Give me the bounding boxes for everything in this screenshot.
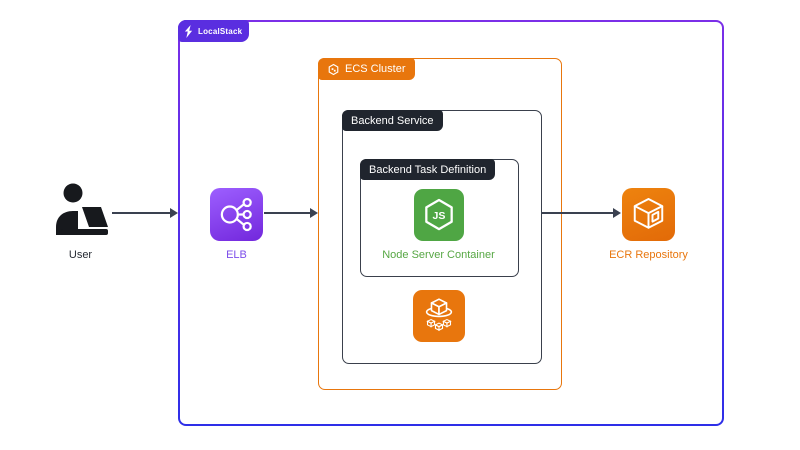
ecs-cluster-boundary-box bbox=[318, 58, 562, 390]
arrow-user-to-localstack bbox=[112, 208, 178, 218]
backend-task-definition-tab: Backend Task Definition bbox=[360, 159, 496, 180]
localstack-label: LocalStack bbox=[198, 26, 243, 36]
ecr-repository-label: ECR Repository bbox=[609, 249, 688, 261]
ecs-cluster-label: ECS Cluster bbox=[345, 63, 406, 75]
nodejs-hexagon-icon: JS bbox=[414, 189, 464, 241]
localstack-logo-icon bbox=[184, 24, 193, 38]
backend-task-definition-label: Backend Task Definition bbox=[369, 163, 487, 176]
user-label: User bbox=[68, 249, 93, 261]
registry-cube-icon bbox=[622, 188, 675, 241]
localstack-tab: LocalStack bbox=[178, 20, 250, 42]
ecs-containers-icon bbox=[413, 290, 465, 342]
arrow-backend-to-ecr bbox=[541, 208, 621, 218]
person-at-laptop-icon bbox=[52, 183, 109, 237]
elb-label: ELB bbox=[226, 249, 247, 261]
backend-service-label: Backend Service bbox=[351, 114, 434, 127]
backend-service-tab: Backend Service bbox=[342, 110, 443, 131]
node-server-container-label: Node Server Container bbox=[382, 249, 495, 261]
nodejs-monogram: JS bbox=[433, 210, 446, 222]
hexagon-icon bbox=[328, 63, 339, 75]
arrow-elb-to-ecs-cluster bbox=[264, 208, 318, 218]
ecs-cluster-tab: ECS Cluster bbox=[318, 58, 415, 80]
load-balancer-icon bbox=[210, 188, 263, 241]
